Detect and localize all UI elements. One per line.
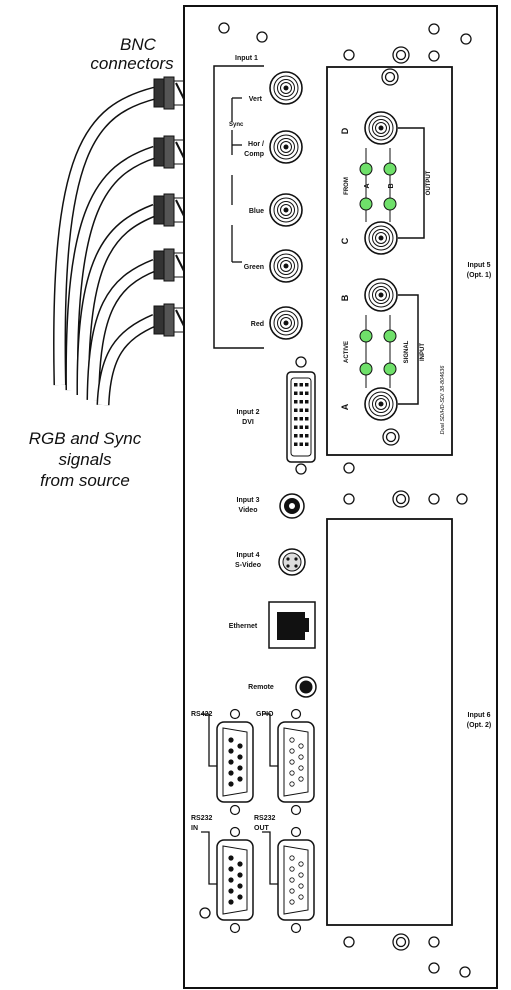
rs232-in-port [201,826,254,934]
rca-video-jack [279,493,305,519]
remote-label: Remote [248,684,274,691]
output-label: OUTPUT [426,170,432,195]
rgb-label-line3: from source [40,471,130,490]
gpio-port [262,708,315,816]
input6-label-line2: (Opt. 2) [467,722,492,729]
option-card-input6 [326,518,453,926]
active-label: ACTIVE [344,341,350,363]
bnc-vert [269,71,303,105]
bnc-red [269,306,303,340]
port-c-label: C [340,237,350,244]
input5-label-line2: (Opt. 1) [467,272,492,279]
rgb-label-line1: RGB and Sync [29,429,142,448]
rgb-label-line2: signals [59,450,112,469]
rs232out-label-line1: RS232 [254,815,276,822]
rs232-out-port [262,826,315,934]
rs422-port [201,708,254,816]
input-label: INPUT [420,343,426,361]
signal-label: SIGNAL [404,340,410,363]
hor-label-line1: Hor / [248,141,264,148]
bnc-blue [269,193,303,227]
bnc-label-line1: BNC [120,35,157,54]
dvi-connector [286,356,316,475]
ethernet-label: Ethernet [229,623,258,630]
input6-label-line1: Input 6 [468,712,491,719]
input1-title: Input 1 [235,55,258,62]
led-a-label: A [364,183,371,188]
remote-jack [295,676,317,698]
bnc-label-line2: connectors [90,54,174,73]
input3-label-line2: Video [239,507,258,514]
cable-bundle [53,86,158,406]
sync-label: Sync [229,122,244,128]
rs232in-label-line1: RS232 [191,815,213,822]
bnc-port-c [364,221,398,255]
rs232in-label-line2: IN [191,825,198,832]
card-model-label: Dual SD/HD-SDI 38-804636 [440,365,446,435]
blue-label: Blue [249,208,264,215]
red-label: Red [251,321,264,328]
input4-label-line1: Input 4 [237,552,260,559]
input4-label-line2: S-Video [235,562,261,569]
bnc-port-d [364,111,398,145]
svideo-jack [278,548,306,576]
port-d-label: D [340,127,350,134]
bnc-port-b [364,278,398,312]
input1-bracket [213,65,264,349]
bnc-green [269,249,303,283]
rs232out-label-line2: OUT [254,825,270,832]
ethernet-port [268,601,316,649]
input2-label-line1: Input 2 [237,409,260,416]
green-label: Green [244,264,264,271]
bnc-hor-comp [269,130,303,164]
input2-label-line2: DVI [242,419,254,426]
vert-label: Vert [249,96,263,103]
led-b-label: B [388,183,395,188]
from-label: FROM [344,177,350,195]
port-a-label: A [340,403,350,410]
bnc-port-a [364,387,398,421]
input5-label-line1: Input 5 [468,262,491,269]
hor-label-line2: Comp [244,151,264,158]
port-b-label: B [340,294,350,301]
input3-label-line1: Input 3 [237,497,260,504]
